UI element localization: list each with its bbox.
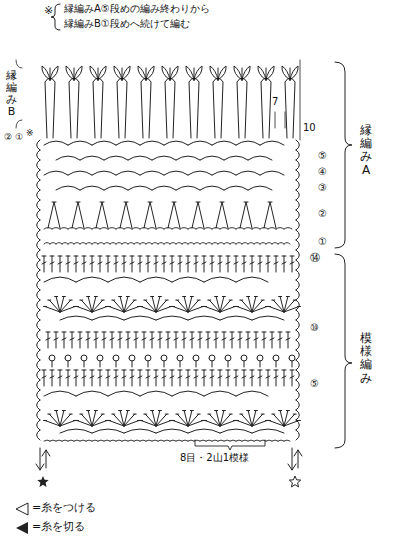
chart-label: ⑭ (310, 252, 320, 264)
chart-label: ② (318, 208, 327, 220)
chart-label: 10 (303, 122, 316, 134)
chain-arcs (60, 316, 284, 320)
treble-stitches (42, 256, 294, 272)
section-label: 模様編み (360, 332, 372, 385)
chart-label: ⑤ (310, 378, 319, 390)
chart-label: ⑤ (318, 150, 327, 162)
chain-arcs (56, 156, 272, 160)
star-outline (289, 476, 300, 487)
star-filled (37, 476, 48, 487)
direction-arrows (288, 448, 302, 470)
chain-arcs (44, 391, 268, 396)
shell-fans (44, 411, 301, 427)
chain-arcs (56, 186, 272, 190)
chart-label: ⑩ (310, 322, 319, 334)
shell-fans (44, 297, 301, 313)
legend-text: =糸をつける (32, 502, 96, 515)
edge-arcs (296, 140, 300, 440)
direction-arrows (36, 448, 50, 470)
chain-arcs (44, 277, 268, 282)
chain-row (44, 243, 290, 245)
count-marks (275, 112, 285, 128)
edge-arcs (37, 140, 41, 440)
section-label: 縁編みB (6, 70, 17, 118)
chart-label: 縁編みB①段めへ続けて編む (64, 18, 190, 30)
chart-label: ④ (318, 166, 327, 178)
chart-label: ① (318, 236, 327, 248)
fringe-loops (42, 66, 298, 138)
chart-label: 7 (272, 96, 278, 108)
repeat-bracket (195, 440, 265, 450)
legend-symbol (16, 522, 28, 534)
chain-row (44, 228, 292, 230)
section-bracket (335, 254, 352, 448)
chart-label: ② (4, 132, 12, 142)
chart-label: 8目・2山1模様 (180, 452, 249, 464)
legend-text: =糸を切る (32, 521, 85, 534)
picot-row (49, 355, 295, 367)
chart-label: ③ (318, 182, 327, 194)
treble-stitches (46, 332, 290, 348)
chain-row (44, 440, 290, 441)
chart-label: ① (15, 132, 23, 142)
legend-symbol (16, 503, 28, 515)
chain-arcs (44, 141, 284, 145)
chart-label: ※ (26, 128, 34, 138)
chart-label: 縁編みA⑤段めの編み終わりから (64, 3, 210, 15)
chart-label: ※ (44, 5, 53, 18)
chain-arcs (44, 171, 284, 175)
count-line (300, 60, 301, 140)
chain-arcs (60, 429, 284, 433)
section-bracket (335, 62, 352, 248)
section-label: 縁編みA (360, 124, 372, 177)
treble-stitches (42, 370, 294, 386)
cluster-stitches (48, 202, 276, 228)
